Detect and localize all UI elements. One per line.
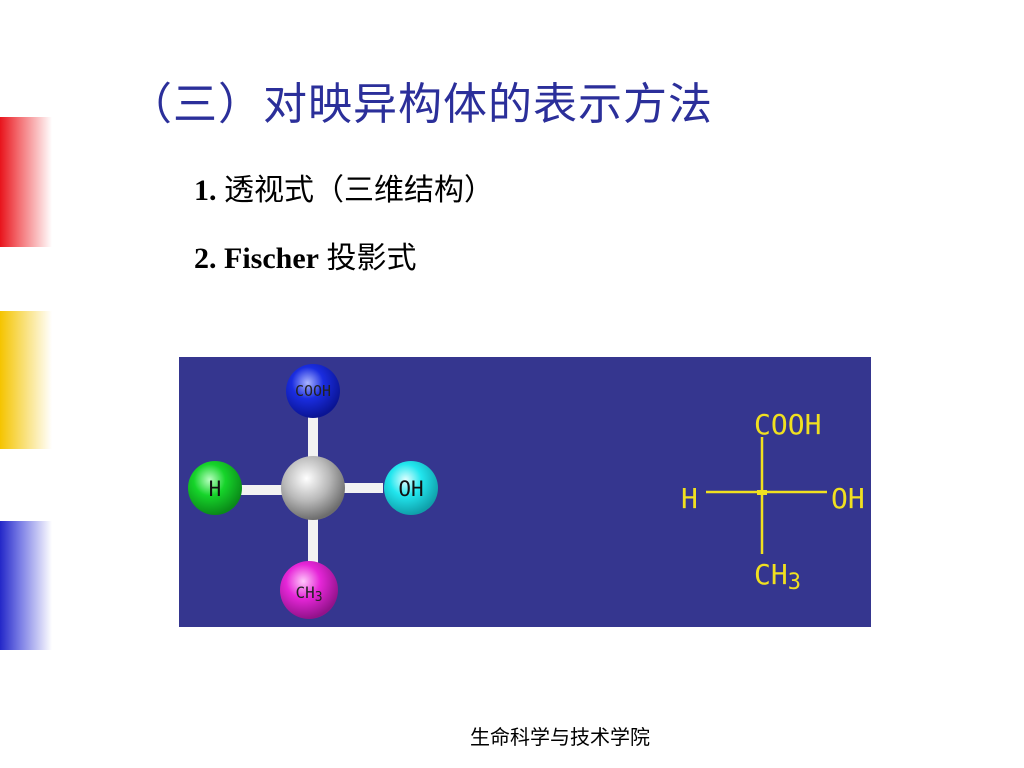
fischer-label-bottom: CH3 — [754, 558, 801, 595]
atom-left — [188, 461, 242, 515]
accent-bar-yellow — [0, 311, 52, 449]
atom-label-left: H — [209, 477, 222, 501]
atom-label-top: COOH — [295, 382, 331, 400]
item-number: 1. — [194, 174, 217, 207]
bond-right — [333, 483, 383, 493]
item-text: 透视式（三维结构） — [224, 173, 494, 208]
fischer-label-right: OH — [831, 482, 865, 515]
bond-left — [241, 485, 285, 495]
fischer-label-bottom-main: CH — [754, 558, 788, 591]
molecule-panel: COOH H OH CH3 COOH H OH CH3 — [179, 357, 871, 627]
list-item-fischer: 2. Fischer 投影式 — [194, 233, 416, 277]
ball-stick-model: COOH H OH CH3 — [188, 364, 438, 619]
bond-bottom — [308, 517, 318, 575]
atom-top — [286, 364, 340, 418]
bond-top — [308, 415, 318, 463]
atom-center — [281, 456, 345, 520]
fischer-label-bottom-sub: 3 — [788, 570, 801, 595]
atom-right — [384, 461, 438, 515]
accent-bar-red — [0, 117, 52, 247]
item-number: 2. — [194, 242, 217, 275]
fischer-projection: COOH H OH CH3 — [681, 408, 865, 595]
atom-label-bottom: CH3 — [295, 583, 322, 605]
fischer-label-top: COOH — [754, 408, 821, 441]
item-text-cn: 投影式 — [326, 241, 417, 276]
atom-label-right: OH — [398, 477, 423, 501]
atom-label-bottom-main: CH — [295, 583, 314, 602]
slide-title: （三）对映异构体的表示方法 — [128, 79, 713, 130]
fischer-label-left: H — [681, 482, 698, 515]
accent-bar-blue — [0, 521, 52, 650]
molecule-illustration: COOH H OH CH3 COOH H OH CH3 — [188, 364, 865, 619]
atom-label-bottom-sub: 3 — [315, 590, 323, 605]
footer-institution: 生命科学与技术学院 — [470, 725, 650, 749]
atom-bottom — [280, 561, 338, 619]
fischer-center-mark — [757, 490, 767, 495]
item-text-en: Fischer — [224, 242, 319, 275]
list-item-perspective: 1. 透视式（三维结构） — [194, 165, 494, 209]
